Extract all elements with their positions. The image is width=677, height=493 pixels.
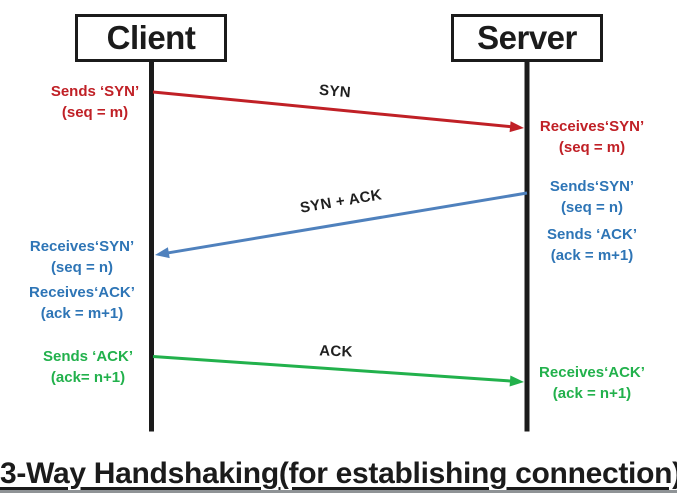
note-server-receives-ack: Receives‘ACK’ (ack = n+1) (522, 362, 662, 404)
diagram-title: 3-Way Handshaking(for establishing conne… (0, 457, 677, 490)
note-line: (seq = m) (61, 104, 129, 121)
note-server-receives-syn: Receives‘SYN’ (seq = m) (522, 116, 662, 158)
note-line: Sends ‘SYN’ (50, 83, 140, 100)
note-line: (seq = m) (558, 139, 626, 156)
ack-arrow (152, 355, 511, 383)
ack-arrowhead-icon (509, 375, 524, 387)
note-line: (ack= n+1) (50, 369, 126, 386)
note-line: (ack = n+1) (552, 385, 632, 402)
note-client-sends-ack: Sends ‘ACK’ (ack= n+1) (18, 346, 158, 388)
note-line: Receives‘SYN’ (539, 118, 645, 135)
bottom-edge-strip (0, 490, 677, 493)
note-line: Sends ‘ACK’ (42, 348, 133, 365)
message-label-ack: ACK (319, 342, 353, 361)
note-client-sends-syn: Sends ‘SYN’ (seq = m) (25, 81, 165, 123)
note-line: (seq = n) (50, 259, 114, 276)
note-client-receives-syn: Receives‘SYN’ (seq = n) (12, 236, 152, 278)
syn-ack-arrowhead-icon (155, 247, 170, 259)
note-line: Sends ‘ACK’ (546, 226, 637, 243)
note-line: Receives‘ACK’ (29, 284, 135, 301)
actor-box-client: Client (75, 14, 227, 62)
syn-ack-arrow (168, 191, 528, 255)
note-line: (ack = m+1) (40, 305, 124, 322)
note-server-sends-syn: Sends‘SYN’ (seq = n) (522, 176, 662, 218)
syn-arrow (152, 90, 512, 129)
note-server-sends-ack: Sends ‘ACK’ (ack = m+1) (522, 224, 662, 266)
note-client-receives-ack: Receives‘ACK’ (ack = m+1) (12, 282, 152, 324)
note-line: Receives‘SYN’ (29, 238, 135, 255)
syn-arrowhead-icon (509, 121, 524, 133)
note-line: (seq = n) (560, 199, 624, 216)
note-line: Receives‘ACK’ (539, 364, 645, 381)
note-line: (ack = m+1) (550, 247, 634, 264)
actor-box-server: Server (451, 14, 603, 62)
note-line: Sends‘SYN’ (549, 178, 635, 195)
